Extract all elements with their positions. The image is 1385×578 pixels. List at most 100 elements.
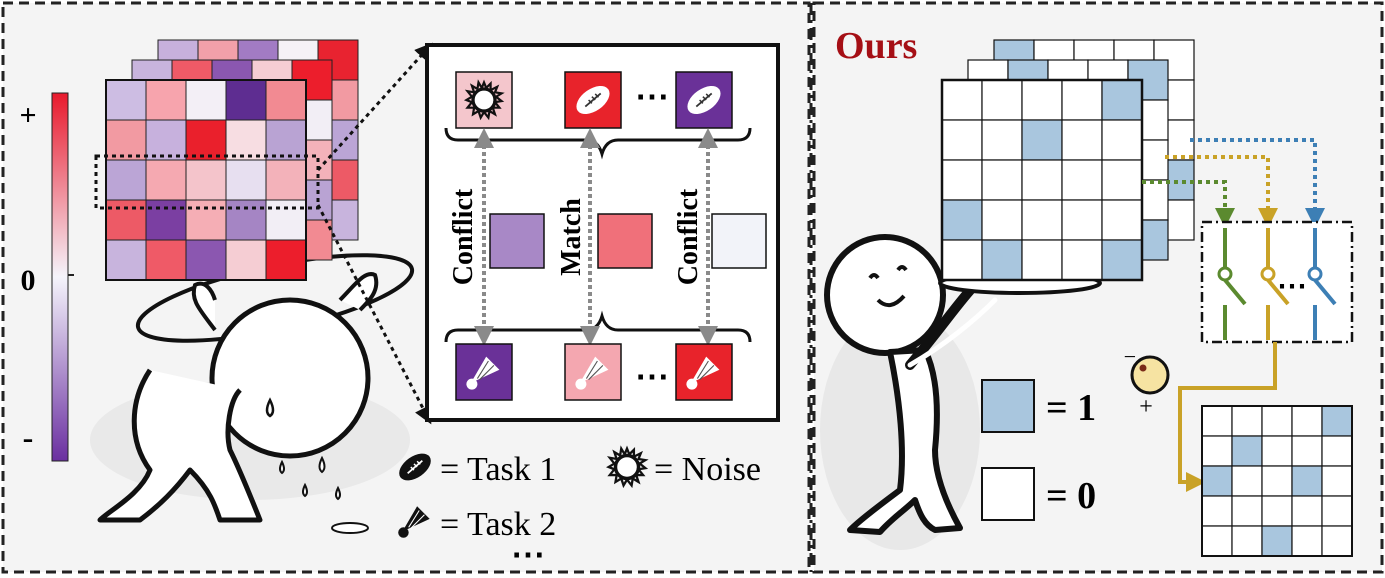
mask-cell <box>941 159 983 201</box>
heatmap-cell <box>105 119 147 161</box>
mask-cell <box>1021 239 1063 281</box>
output-mask-cell <box>1291 405 1323 437</box>
legend-zero-label: = 0 <box>1046 475 1096 517</box>
output-mask-border <box>1201 405 1353 557</box>
heatmap-cell <box>145 239 187 281</box>
heatmap-cell <box>265 79 307 121</box>
struggling-figure-illustration <box>90 253 415 534</box>
heatmap-cell <box>105 239 147 281</box>
legend-task2: = Task 2 <box>440 506 556 543</box>
output-mask-cell <box>1321 465 1353 497</box>
zoom-top-ellipsis: ⋯ <box>635 79 669 116</box>
output-route-line <box>1178 342 1277 492</box>
output-mask-cell <box>1261 525 1293 557</box>
heatmap-cell <box>225 239 267 281</box>
heatmap-cell <box>105 199 147 241</box>
heatmap-cell <box>145 119 187 161</box>
output-mask-cell <box>1321 405 1353 437</box>
zoom-line-top <box>316 42 433 172</box>
mask-cell <box>1061 119 1103 161</box>
heatmap-cell <box>225 199 267 241</box>
ours-title: Ours <box>835 25 917 67</box>
output-mask-cell <box>1291 495 1323 527</box>
heatmap-cell <box>145 199 187 241</box>
switch-lever <box>1266 278 1290 306</box>
toggle-plus: + <box>1139 394 1153 420</box>
legend-noise: = Noise <box>654 451 761 488</box>
legend-task1: = Task 1 <box>440 451 556 488</box>
mask-cell <box>1021 199 1063 241</box>
output-mask-cell <box>1291 525 1323 557</box>
mask-cell <box>1101 159 1143 201</box>
mask-cell <box>981 239 1023 281</box>
mask-cell <box>1101 79 1143 121</box>
legend-zero-swatch <box>981 467 1035 521</box>
heatmap-cell <box>185 119 227 161</box>
bottom-brace <box>444 310 752 343</box>
switch-pivot <box>1217 266 1233 282</box>
output-mask-cell <box>1231 525 1263 557</box>
output-mask-cell <box>1291 465 1323 497</box>
heatmap-border <box>105 79 307 281</box>
output-mask-cell <box>1261 465 1293 497</box>
heatmap-cell <box>105 79 147 121</box>
zoom-middle-squares <box>489 213 767 269</box>
switches-group <box>1217 228 1337 340</box>
zoom-middle-square <box>711 213 767 269</box>
mask-cell <box>1061 199 1103 241</box>
conflict-label-left: Conflict <box>448 188 479 285</box>
route-line-gold <box>1165 155 1278 228</box>
output-mask-cell <box>1231 435 1263 467</box>
mask-cell <box>981 79 1023 121</box>
selected-row-box <box>94 154 320 210</box>
heatmap-front-layer <box>105 79 307 281</box>
heatmap-cell <box>145 159 187 201</box>
heatmap-cell <box>225 119 267 161</box>
output-mask-cell <box>1321 495 1353 527</box>
heatmap-cell <box>145 79 187 121</box>
output-mask-cell <box>1201 465 1233 497</box>
zoom-middle-square <box>489 213 545 269</box>
legend-ellipsis: ⋯ <box>511 537 545 574</box>
zoom-top-tiles <box>455 71 733 129</box>
mask-cell <box>1101 199 1143 241</box>
mask-cell <box>1101 119 1143 161</box>
mask-cell <box>1061 79 1103 121</box>
mask-cell <box>941 79 983 121</box>
mask-cell <box>1061 239 1103 281</box>
mask-front-layer <box>940 78 1144 282</box>
output-mask-grid <box>1201 405 1353 557</box>
toggle-minus: − <box>1124 344 1136 369</box>
switch-pivot <box>1260 266 1276 282</box>
mask-cell <box>1021 159 1063 201</box>
mask-cell <box>981 199 1023 241</box>
zoom-bottom-tiles <box>455 343 733 401</box>
heatmap-cell <box>265 239 307 281</box>
output-mask-cell <box>1261 405 1293 437</box>
zoom-middle-square <box>597 213 653 269</box>
heatmap-cell <box>225 79 267 121</box>
match-label: Match <box>556 198 587 276</box>
mask-cell <box>941 239 983 281</box>
mask-cell <box>1021 79 1063 121</box>
mask-cell <box>1061 159 1103 201</box>
switch-ellipsis: ⋯ <box>1277 270 1307 303</box>
conflict-label-right: Conflict <box>673 188 704 285</box>
output-mask-cell <box>1201 495 1233 527</box>
heatmap-cell <box>185 79 227 121</box>
heatmap-cell <box>185 199 227 241</box>
output-mask-cell <box>1231 405 1263 437</box>
mask-cell <box>1101 239 1143 281</box>
mask-cell <box>981 119 1023 161</box>
output-mask-cell <box>1201 405 1233 437</box>
output-mask-cell <box>1201 525 1233 557</box>
switch-lever <box>1223 278 1247 306</box>
heatmap-cell <box>185 239 227 281</box>
route-line-green <box>1142 180 1235 228</box>
heatmap-cell <box>265 159 307 201</box>
heatmap-cell <box>185 159 227 201</box>
toggle-knob-icon <box>1130 355 1170 395</box>
legend-one-swatch <box>981 379 1035 433</box>
switch-pivot <box>1307 266 1323 282</box>
